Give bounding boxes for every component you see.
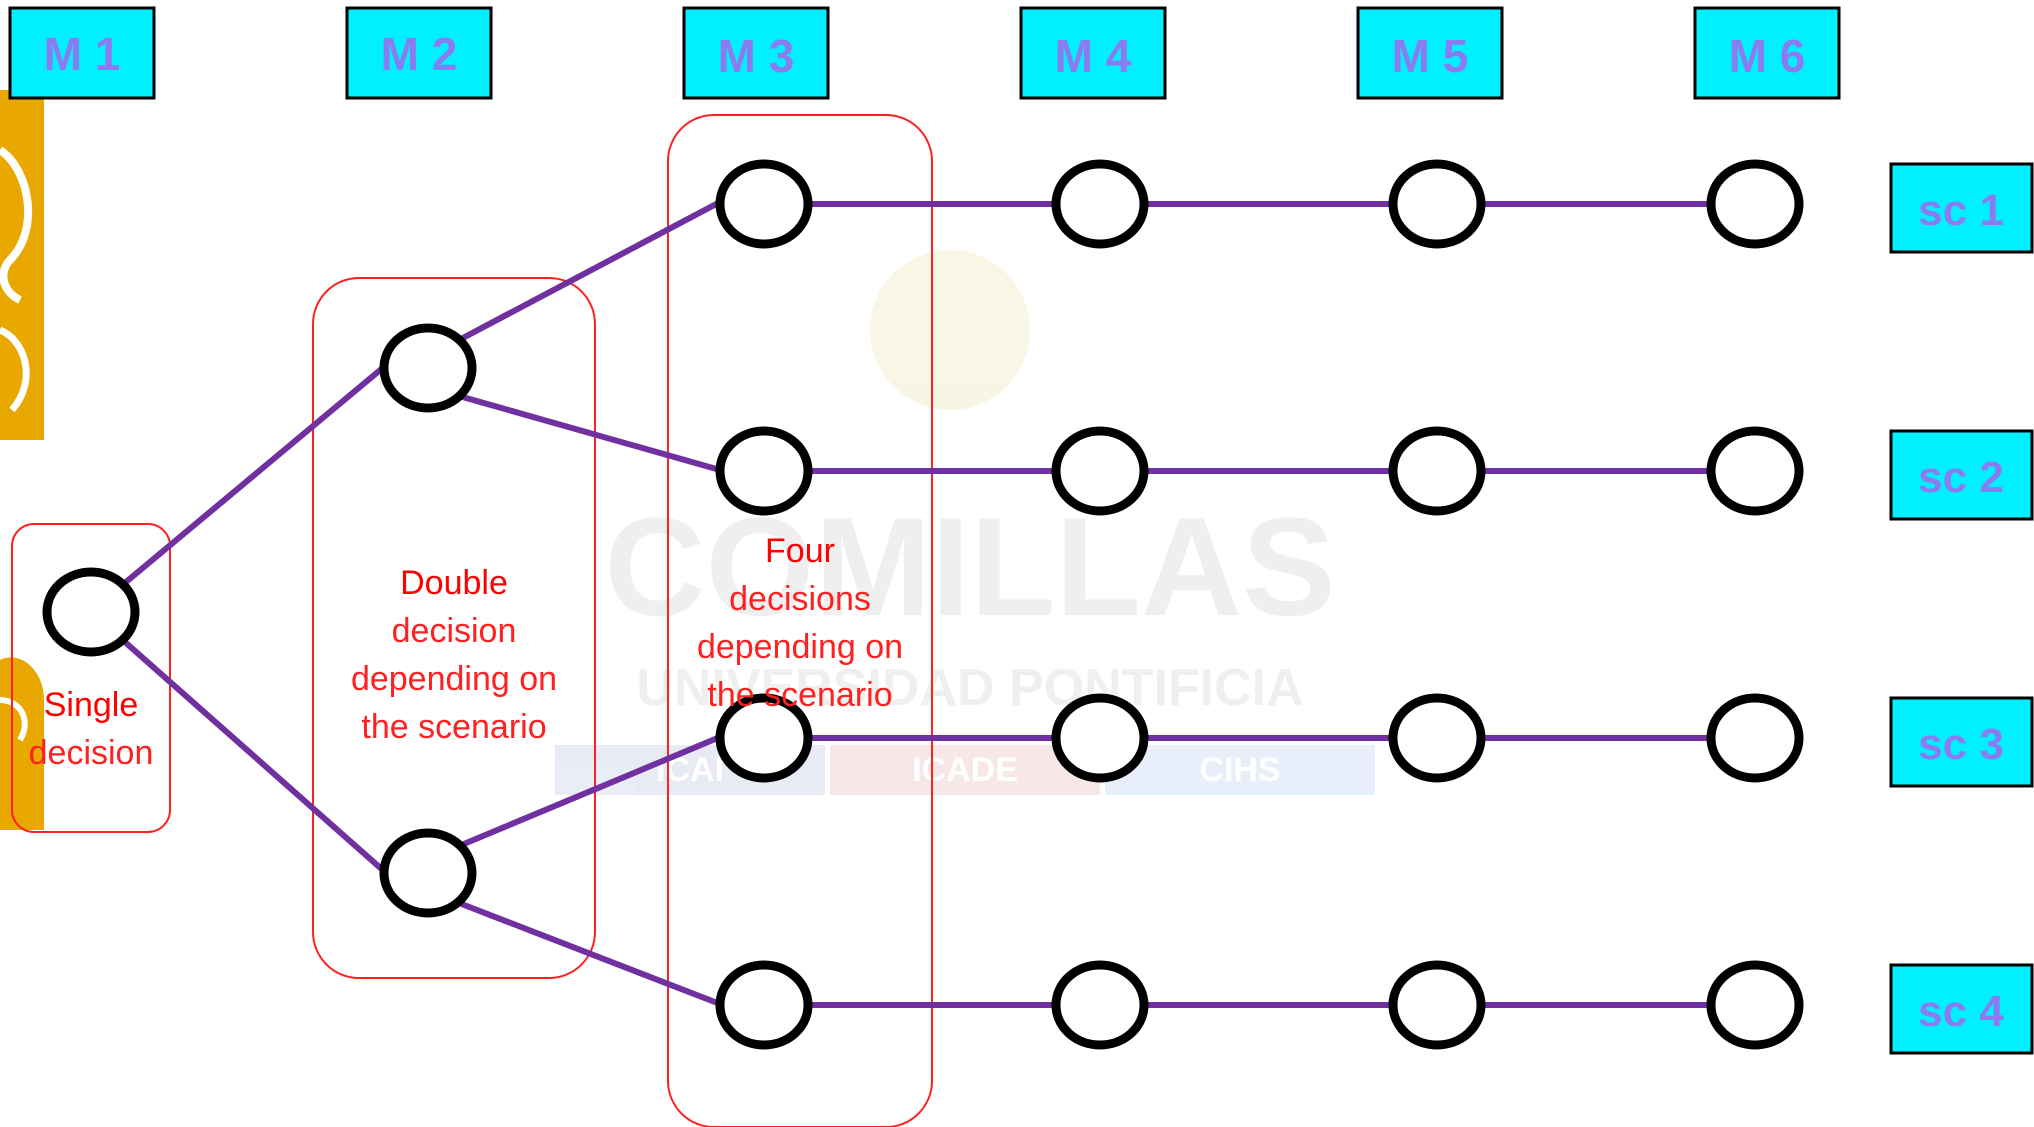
watermark-title: COMILLAS <box>604 488 1335 645</box>
note-single-rest: decision <box>29 734 154 772</box>
node-m6-sc2 <box>1711 431 1799 511</box>
node-m3-sc2 <box>720 431 808 511</box>
note-four-line-3: the scenario <box>707 676 892 714</box>
note-four-line-2: depending on <box>697 628 903 666</box>
node-m5-sc1 <box>1393 164 1481 244</box>
node-m6-sc1 <box>1711 164 1799 244</box>
edge-root-upper <box>126 366 385 582</box>
stage-headers: M 1 M 2 M 3 M 4 M 5 M 6 <box>10 8 1839 98</box>
watermark-band-icade: ICADE <box>912 751 1018 789</box>
node-m5-sc2 <box>1393 431 1481 511</box>
edge-upper-sc2 <box>459 396 720 470</box>
stage-label-m3: M 3 <box>718 30 795 82</box>
node-m2-lower <box>384 833 472 913</box>
node-m4-sc1 <box>1056 164 1144 244</box>
note-single: Single decision <box>29 686 154 772</box>
scenario-label-sc4: sc 4 <box>1918 987 2004 1036</box>
watermark: COMILLAS UNIVERSIDAD PONTIFICIA ICAI ICA… <box>555 250 1375 795</box>
note-double-line-2: depending on <box>351 660 557 698</box>
stage-label-m2: M 2 <box>381 28 458 80</box>
node-m4-sc4 <box>1056 965 1144 1045</box>
scenario-label-sc3: sc 3 <box>1918 720 2004 769</box>
edge-lower-sc4 <box>459 903 720 1004</box>
edge-root-lower <box>126 643 385 872</box>
node-m4-sc3 <box>1056 698 1144 778</box>
note-single-bold: Single <box>44 686 139 724</box>
scenario-label-sc2: sc 2 <box>1918 453 2004 502</box>
note-four-line-1: decisions <box>729 580 871 618</box>
stage-label-m1: M 1 <box>44 28 121 80</box>
stage-label-m4: M 4 <box>1055 30 1132 82</box>
node-m6-sc4 <box>1711 965 1799 1045</box>
node-m2-upper <box>384 328 472 408</box>
note-double-line-1: decision <box>392 612 517 650</box>
note-double-line-3: the scenario <box>361 708 546 746</box>
node-m1-root <box>47 572 135 652</box>
stage-label-m5: M 5 <box>1392 30 1469 82</box>
node-m6-sc3 <box>1711 698 1799 778</box>
note-double: Double decision depending on the scenari… <box>351 564 557 746</box>
node-m5-sc3 <box>1393 698 1481 778</box>
note-four-bold: Four <box>765 532 835 570</box>
stage-label-m6: M 6 <box>1729 30 1806 82</box>
node-m3-sc1 <box>720 164 808 244</box>
edge-upper-sc1 <box>459 202 720 340</box>
node-m4-sc2 <box>1056 431 1144 511</box>
note-double-bold: Double <box>400 564 508 602</box>
node-m5-sc4 <box>1393 965 1481 1045</box>
scenario-label-sc1: sc 1 <box>1918 186 2004 235</box>
left-decoration <box>0 90 44 830</box>
node-m3-sc4 <box>720 965 808 1045</box>
scenario-labels: sc 1 sc 2 sc 3 sc 4 <box>1891 164 2032 1053</box>
watermark-band-cihs: CIHS <box>1199 751 1280 789</box>
